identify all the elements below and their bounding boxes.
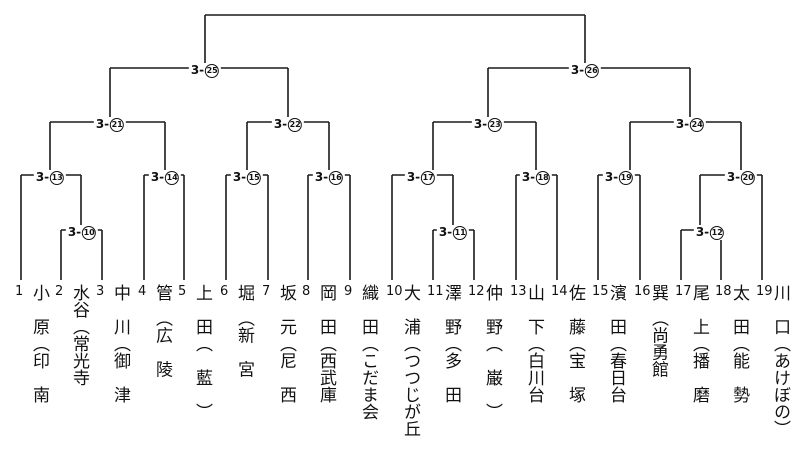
match-label-21: 3-21 (93, 117, 127, 132)
match-label-text: 3- (604, 170, 619, 184)
match-label-text: 3- (695, 225, 710, 239)
player-name: 仲 野（ 巌 ） (482, 284, 502, 420)
player-seed: 18 (715, 284, 732, 299)
match-label-19: 3-19 (602, 170, 636, 185)
match-number-circle: 26 (585, 64, 600, 78)
match-label-14: 3-14 (148, 170, 182, 185)
player-seed: 5 (178, 284, 187, 299)
player-seed: 16 (634, 284, 651, 299)
match-number-circle: 24 (690, 118, 705, 132)
player-name: 中 川（御 津 (110, 284, 130, 403)
match-label-16: 3-16 (312, 170, 346, 185)
match-number-circle: 22 (288, 118, 303, 132)
match-number-circle: 19 (619, 171, 634, 185)
match-label-text: 3- (95, 117, 110, 131)
match-label-text: 3- (675, 117, 690, 131)
player-name: 岡 田（西武庫 (316, 284, 336, 403)
match-number-circle: 17 (421, 171, 436, 185)
match-label-18: 3-18 (519, 170, 553, 185)
match-number-circle: 25 (205, 64, 220, 78)
match-number-circle: 20 (741, 171, 756, 185)
match-label-24: 3-24 (673, 117, 707, 132)
match-number-circle: 11 (453, 226, 468, 240)
match-label-text: 3- (67, 225, 82, 239)
player-seed: 13 (510, 284, 527, 299)
player-name: 佐 藤（宝 塚 (565, 284, 585, 403)
match-label-26: 3-26 (568, 63, 602, 78)
match-label-text: 3- (35, 170, 50, 184)
player-seed: 1 (15, 284, 24, 299)
match-label-text: 3- (473, 117, 488, 131)
player-name: 太 田（能 勢 (729, 284, 749, 403)
player-seed: 15 (592, 284, 609, 299)
player-name: 織 田（こだま会 (358, 284, 378, 420)
player-seed: 7 (262, 284, 271, 299)
player-seed: 12 (468, 284, 485, 299)
player-name: 小 原（印 南 (29, 284, 49, 403)
match-label-text: 3- (314, 170, 329, 184)
player-seed: 2 (55, 284, 64, 299)
player-name: 尾 上（播 磨 (689, 284, 709, 403)
player-seed: 8 (302, 284, 311, 299)
player-seed: 4 (138, 284, 147, 299)
match-number-circle: 16 (329, 171, 344, 185)
player-seed: 17 (675, 284, 692, 299)
player-name: 澤 野（多 田 (441, 284, 461, 403)
player-name: 大 浦（つつじが丘 (400, 284, 420, 437)
match-label-25: 3-25 (188, 63, 222, 78)
player-name: 川 口（あけぼの） (770, 284, 790, 437)
player-name: 上 田（ 藍 ） (192, 284, 212, 420)
match-label-10: 3-10 (65, 225, 99, 240)
player-seed: 14 (551, 284, 568, 299)
match-number-circle: 12 (710, 226, 725, 240)
player-name: 山 下（白川台 (524, 284, 544, 403)
match-number-circle: 13 (50, 171, 65, 185)
match-label-text: 3- (232, 170, 247, 184)
match-label-text: 3- (150, 170, 165, 184)
match-label-23: 3-23 (471, 117, 505, 132)
match-number-circle: 14 (165, 171, 180, 185)
match-label-text: 3- (273, 117, 288, 131)
player-name: 坂 元（尼 西 (276, 284, 296, 403)
match-number-circle: 10 (82, 226, 97, 240)
match-number-circle: 21 (110, 118, 125, 132)
match-label-22: 3-22 (271, 117, 305, 132)
player-name: 濱 田（春日台 (606, 284, 626, 403)
player-seed: 9 (344, 284, 353, 299)
match-label-text: 3- (726, 170, 741, 184)
player-seed: 10 (386, 284, 403, 299)
player-name: 水谷（常光寺 (69, 284, 89, 386)
match-label-20: 3-20 (724, 170, 758, 185)
player-name: 巽 （尚勇館 (648, 284, 668, 378)
match-label-text: 3- (190, 63, 205, 77)
match-number-circle: 18 (536, 171, 551, 185)
player-seed: 19 (756, 284, 773, 299)
match-number-circle: 15 (247, 171, 262, 185)
match-label-11: 3-11 (436, 225, 470, 240)
match-label-13: 3-13 (33, 170, 67, 185)
match-label-text: 3- (570, 63, 585, 77)
player-name: 管 （広 陵 (152, 284, 172, 378)
match-label-17: 3-17 (404, 170, 438, 185)
match-label-12: 3-12 (693, 225, 727, 240)
player-seed: 6 (220, 284, 229, 299)
match-label-text: 3- (521, 170, 536, 184)
match-label-text: 3- (406, 170, 421, 184)
player-name: 堀 （新 宮 (234, 284, 254, 378)
player-seed: 3 (96, 284, 105, 299)
match-number-circle: 23 (488, 118, 503, 132)
match-label-15: 3-15 (230, 170, 264, 185)
match-label-text: 3- (438, 225, 453, 239)
player-seed: 11 (427, 284, 444, 299)
